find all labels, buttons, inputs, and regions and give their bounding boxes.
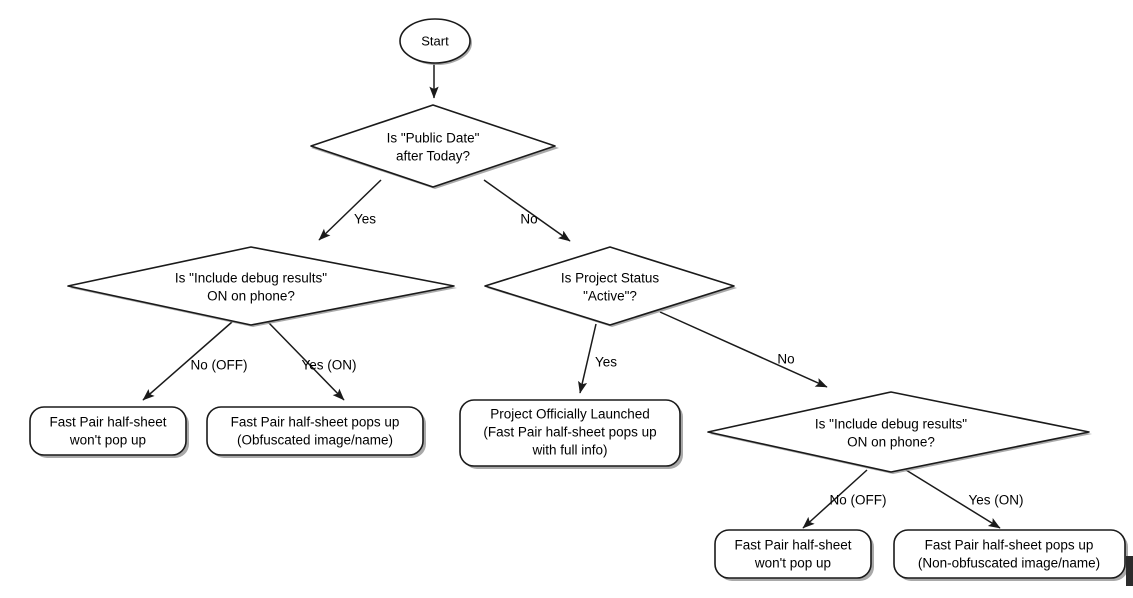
edge-label-no-public-date: No xyxy=(520,212,537,227)
node-decision-public-date-line1: Is "Public Date" xyxy=(387,131,480,146)
node-outcome-left-off[interactable]: Fast Pair half-sheet won't pop up xyxy=(29,406,189,458)
node-outcome-right-off-line2: won't pop up xyxy=(754,556,831,571)
decision-project-status-diamond xyxy=(484,246,735,326)
edge-public-date-yes: Yes xyxy=(318,179,382,241)
node-outcome-left-off-line1: Fast Pair half-sheet xyxy=(49,415,166,430)
edge-label-yes-on-left: Yes (ON) xyxy=(301,358,356,373)
edge-public-date-no: No xyxy=(483,179,571,242)
edge-debug-left-on: Yes (ON) xyxy=(267,321,357,401)
node-outcome-left-off-line2: won't pop up xyxy=(69,433,146,448)
node-decision-debug-left-line2: ON on phone? xyxy=(207,289,295,304)
decision-debug-right-diamond xyxy=(707,391,1090,473)
node-outcome-right-on-line2: (Non-obfuscated image/name) xyxy=(918,556,1100,571)
outcome-left-off-box xyxy=(29,406,187,456)
edge-debug-left-off: No (OFF) xyxy=(142,321,248,401)
edge-debug-right-on: Yes (ON) xyxy=(905,469,1024,529)
node-decision-debug-left[interactable]: Is "Include debug results" ON on phone? xyxy=(67,246,457,327)
node-outcome-right-off[interactable]: Fast Pair half-sheet won't pop up xyxy=(714,529,874,581)
edge-label-no-off-right: No (OFF) xyxy=(830,493,887,508)
edge-status-no: No xyxy=(659,311,828,388)
node-outcome-launched-line2: (Fast Pair half-sheet pops up xyxy=(483,425,656,440)
outcome-right-on-box xyxy=(893,529,1126,579)
edge-label-yes-public-date: Yes xyxy=(354,212,376,227)
node-decision-project-status[interactable]: Is Project Status "Active"? xyxy=(484,246,737,327)
node-decision-project-status-line1: Is Project Status xyxy=(561,271,660,286)
node-decision-project-status-line2: "Active"? xyxy=(583,289,637,304)
outcome-right-off-box xyxy=(714,529,872,579)
node-decision-debug-right[interactable]: Is "Include debug results" ON on phone? xyxy=(707,391,1092,474)
node-start-label: Start xyxy=(421,33,449,48)
node-decision-debug-right-line2: ON on phone? xyxy=(847,435,935,450)
start-ellipse-shape xyxy=(399,18,471,64)
edge-label-yes-on-right: Yes (ON) xyxy=(968,493,1023,508)
page-edge-artifact xyxy=(1126,556,1133,586)
node-start[interactable]: Start xyxy=(399,18,472,65)
node-outcome-left-on-line2: (Obfuscated image/name) xyxy=(237,433,393,448)
node-decision-debug-left-line1: Is "Include debug results" xyxy=(175,271,327,286)
edge-status-yes: Yes xyxy=(578,323,617,394)
node-decision-debug-right-line1: Is "Include debug results" xyxy=(815,417,967,432)
edge-label-no-off-left: No (OFF) xyxy=(191,358,248,373)
node-outcome-launched-line3: with full info) xyxy=(531,443,607,458)
edge-label-yes-status: Yes xyxy=(595,355,617,370)
node-decision-public-date[interactable]: Is "Public Date" after Today? xyxy=(310,104,559,189)
decision-debug-left-diamond xyxy=(67,246,455,326)
node-outcome-left-on[interactable]: Fast Pair half-sheet pops up (Obfuscated… xyxy=(206,406,426,458)
node-outcome-left-on-line1: Fast Pair half-sheet pops up xyxy=(231,415,400,430)
outcome-launched-box xyxy=(459,399,681,467)
node-outcome-launched[interactable]: Project Officially Launched (Fast Pair h… xyxy=(459,399,683,469)
node-outcome-launched-line1: Project Officially Launched xyxy=(490,407,650,422)
node-outcome-right-on[interactable]: Fast Pair half-sheet pops up (Non-obfusc… xyxy=(893,529,1128,581)
node-decision-public-date-line2: after Today? xyxy=(396,149,470,164)
decision-public-date-diamond xyxy=(310,104,556,188)
edge-debug-right-off: No (OFF) xyxy=(802,469,887,529)
edges-layer: Yes No No (OFF) Yes (ON) Yes xyxy=(142,63,1024,529)
node-outcome-right-off-line1: Fast Pair half-sheet xyxy=(734,538,851,553)
edge-label-no-status: No xyxy=(777,352,794,367)
outcome-left-on-box xyxy=(206,406,424,456)
node-outcome-right-on-line1: Fast Pair half-sheet pops up xyxy=(925,538,1094,553)
nodes-layer: Start Is "Public Date" after Today? Is "… xyxy=(29,18,1128,581)
